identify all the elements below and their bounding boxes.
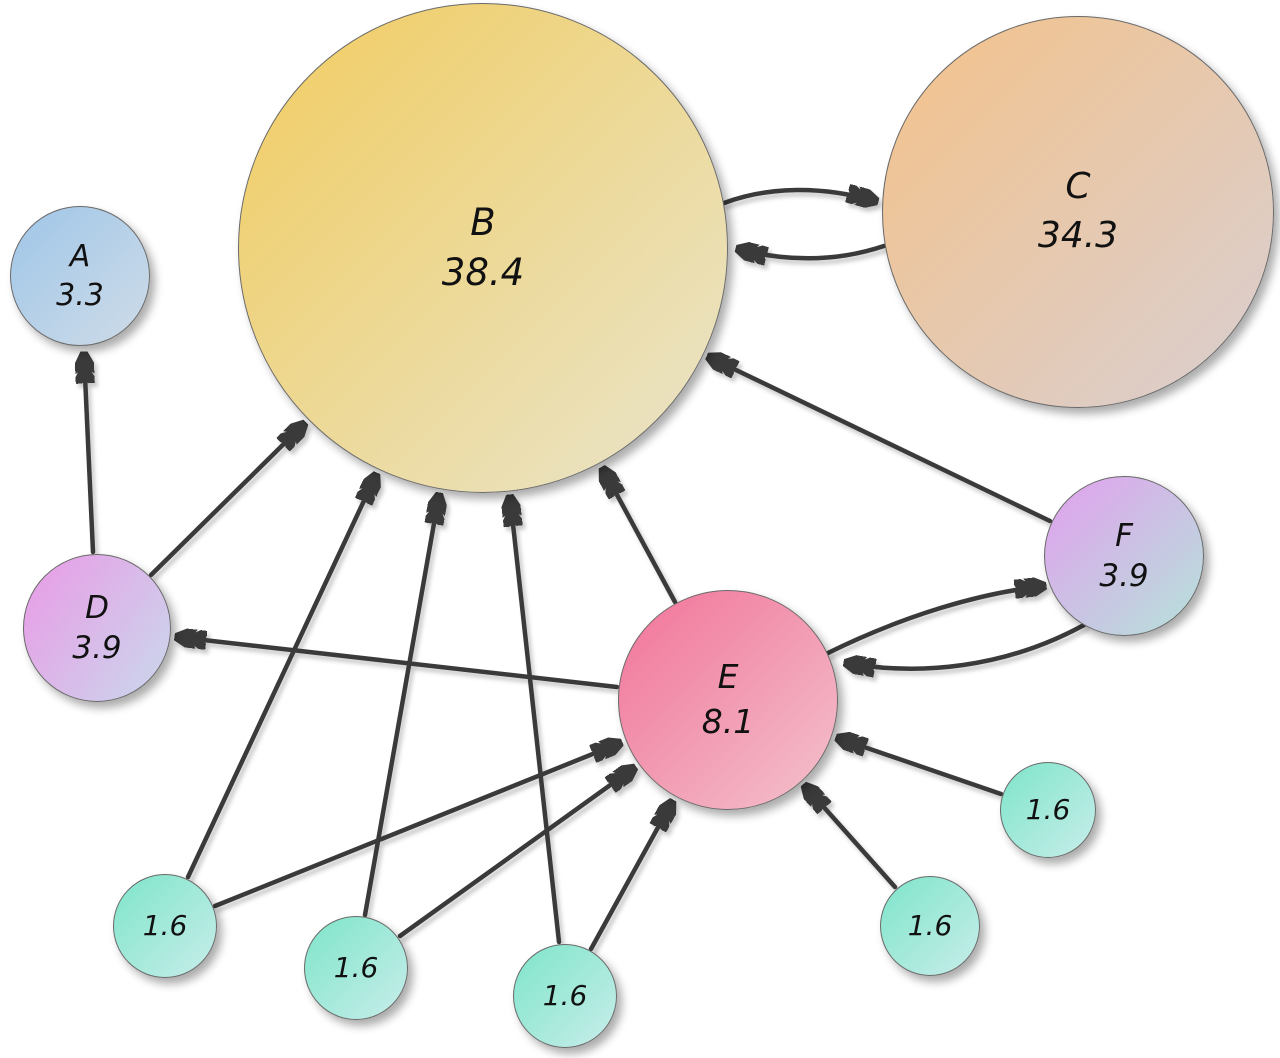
- node-F-label: F: [1115, 517, 1133, 554]
- node-P4-value: 1.6: [907, 909, 953, 943]
- edge-E-to-F-arrow: [825, 586, 1044, 656]
- node-P5: 1.6: [1000, 762, 1096, 858]
- node-B-value: 38.4: [441, 251, 525, 294]
- edge-D-to-B-arrow: [148, 424, 304, 578]
- edge-P2-to-B-arrow: [362, 495, 439, 918]
- node-E-value: 8.1: [701, 702, 755, 741]
- edge-P1-to-B-arrow: [185, 475, 376, 880]
- edge-F-to-B-arrow: [709, 357, 1053, 524]
- node-P2-value: 1.6: [333, 951, 379, 985]
- node-D-value: 3.9: [72, 630, 122, 666]
- edge-P3-to-B-arrow: [510, 497, 562, 945]
- node-C-label: C: [1065, 166, 1091, 208]
- node-D-label: D: [85, 589, 109, 626]
- node-P1-value: 1.6: [142, 909, 188, 943]
- node-D: D 3.9: [23, 554, 171, 702]
- node-E-label: E: [717, 657, 739, 697]
- node-B: B 38.4: [238, 3, 728, 493]
- edge-E-to-D-arrow: [177, 637, 620, 690]
- edge-P1-to-E-arrow: [212, 743, 620, 909]
- node-P2: 1.6: [304, 916, 408, 1020]
- edge-C-to-B-arrow: [738, 246, 887, 258]
- node-B-label: B: [470, 201, 496, 245]
- node-P3-value: 1.6: [542, 979, 588, 1013]
- node-A-label: A: [69, 239, 91, 274]
- node-P3: 1.6: [513, 944, 617, 1048]
- edge-P3-to-E-arrow: [588, 802, 672, 952]
- node-P5-value: 1.6: [1025, 793, 1071, 827]
- node-P1: 1.6: [113, 874, 217, 978]
- node-A-value: 3.3: [56, 278, 104, 313]
- node-C-value: 34.3: [1037, 215, 1119, 256]
- edge-P4-to-E-arrow: [805, 786, 898, 890]
- node-F: F 3.9: [1044, 476, 1204, 636]
- node-E: E 8.1: [618, 590, 838, 810]
- edge-D-to-A-arrow: [84, 354, 96, 555]
- edge-P5-to-E-arrow: [838, 738, 1004, 797]
- edge-F-to-E-arrow: [846, 622, 1087, 669]
- edge-P2-to-E-arrow: [397, 768, 634, 939]
- node-A: A 3.3: [10, 206, 150, 346]
- node-F-value: 3.9: [1099, 558, 1149, 594]
- node-P4: 1.6: [880, 876, 980, 976]
- edge-E-to-B-arrow: [603, 469, 678, 605]
- edge-B-to-C-arrow: [721, 190, 876, 203]
- node-C: C 34.3: [882, 16, 1274, 408]
